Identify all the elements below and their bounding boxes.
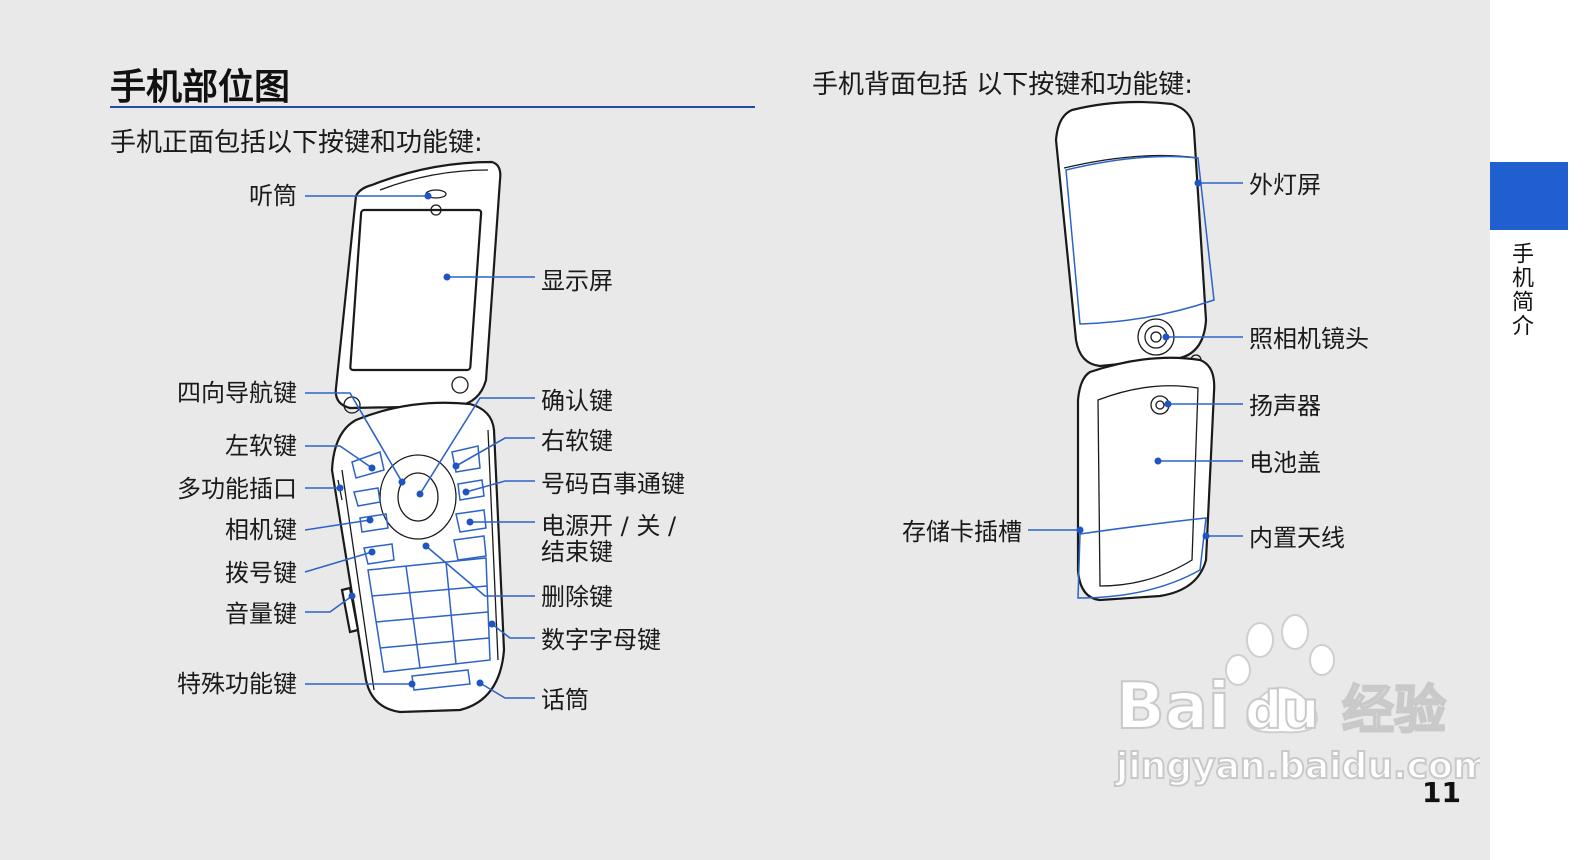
label-right-soft-key: 右软键	[541, 427, 613, 455]
front-leaders	[304, 192, 535, 699]
page-heading: 手机部位图	[110, 67, 291, 108]
label-power-line1: 电源开 / 关 /	[541, 512, 677, 540]
chapter-tab-marker	[1490, 162, 1568, 230]
watermark-url: jingyan.baidu.com	[1114, 746, 1480, 787]
label-antenna: 内置天线	[1249, 524, 1345, 552]
label-camera-lens: 照相机镜头	[1249, 325, 1369, 353]
label-speaker: 扬声器	[1249, 392, 1321, 420]
label-left-soft-key: 左软键	[225, 432, 297, 460]
baidu-watermark: Bai du 经验 jingyan.baidu.com	[1113, 614, 1480, 788]
watermark-cn: 经验	[1342, 681, 1446, 741]
label-delete-key: 删除键	[541, 583, 613, 611]
label-confirm-key: 确认键	[541, 387, 613, 415]
watermark-brand: Bai	[1116, 670, 1230, 744]
label-mic: 话筒	[541, 686, 589, 714]
label-dial-key: 拨号键	[225, 559, 297, 587]
label-display: 显示屏	[541, 267, 613, 295]
chapter-sidebar: 手机简介	[1490, 0, 1584, 860]
back-leaders	[1028, 179, 1243, 540]
back-phone-illustration	[1054, 100, 1216, 602]
back-intro: 手机背面包括 以下按键和功能键:	[812, 70, 1194, 100]
label-nav-key: 四向导航键	[177, 379, 297, 407]
heading-rule	[110, 106, 755, 108]
phone-diagram: 听筒 显示屏 四向导航键 确认键 左软键 右软键 多功能插口 号码百事通键 相机…	[177, 100, 1369, 714]
label-earpiece: 听筒	[249, 182, 297, 210]
label-battery-cover: 电池盖	[1249, 449, 1321, 477]
label-multi-jack: 多功能插口	[177, 475, 297, 503]
page-number: 11	[1422, 776, 1461, 809]
paw-icon	[1225, 614, 1335, 734]
label-volume-key: 音量键	[225, 600, 297, 628]
front-intro: 手机正面包括以下按键和功能键:	[110, 128, 483, 158]
label-alnum-key: 数字字母键	[541, 626, 661, 654]
label-card-slot: 存储卡插槽	[902, 518, 1022, 546]
manual-page: 手机部位图 手机正面包括以下按键和功能键: 手机背面包括 以下按键和功能键:	[110, 67, 1480, 809]
label-shortcut-key: 号码百事通键	[541, 470, 685, 498]
chapter-tab-label: 手机简介	[1508, 242, 1533, 338]
label-special-key: 特殊功能键	[177, 670, 297, 698]
label-external-screen: 外灯屏	[1249, 171, 1321, 199]
label-power-line2: 结束键	[541, 538, 613, 566]
front-phone-illustration	[330, 160, 506, 714]
label-camera-key: 相机键	[225, 516, 297, 544]
watermark-brand2: du	[1245, 681, 1319, 741]
